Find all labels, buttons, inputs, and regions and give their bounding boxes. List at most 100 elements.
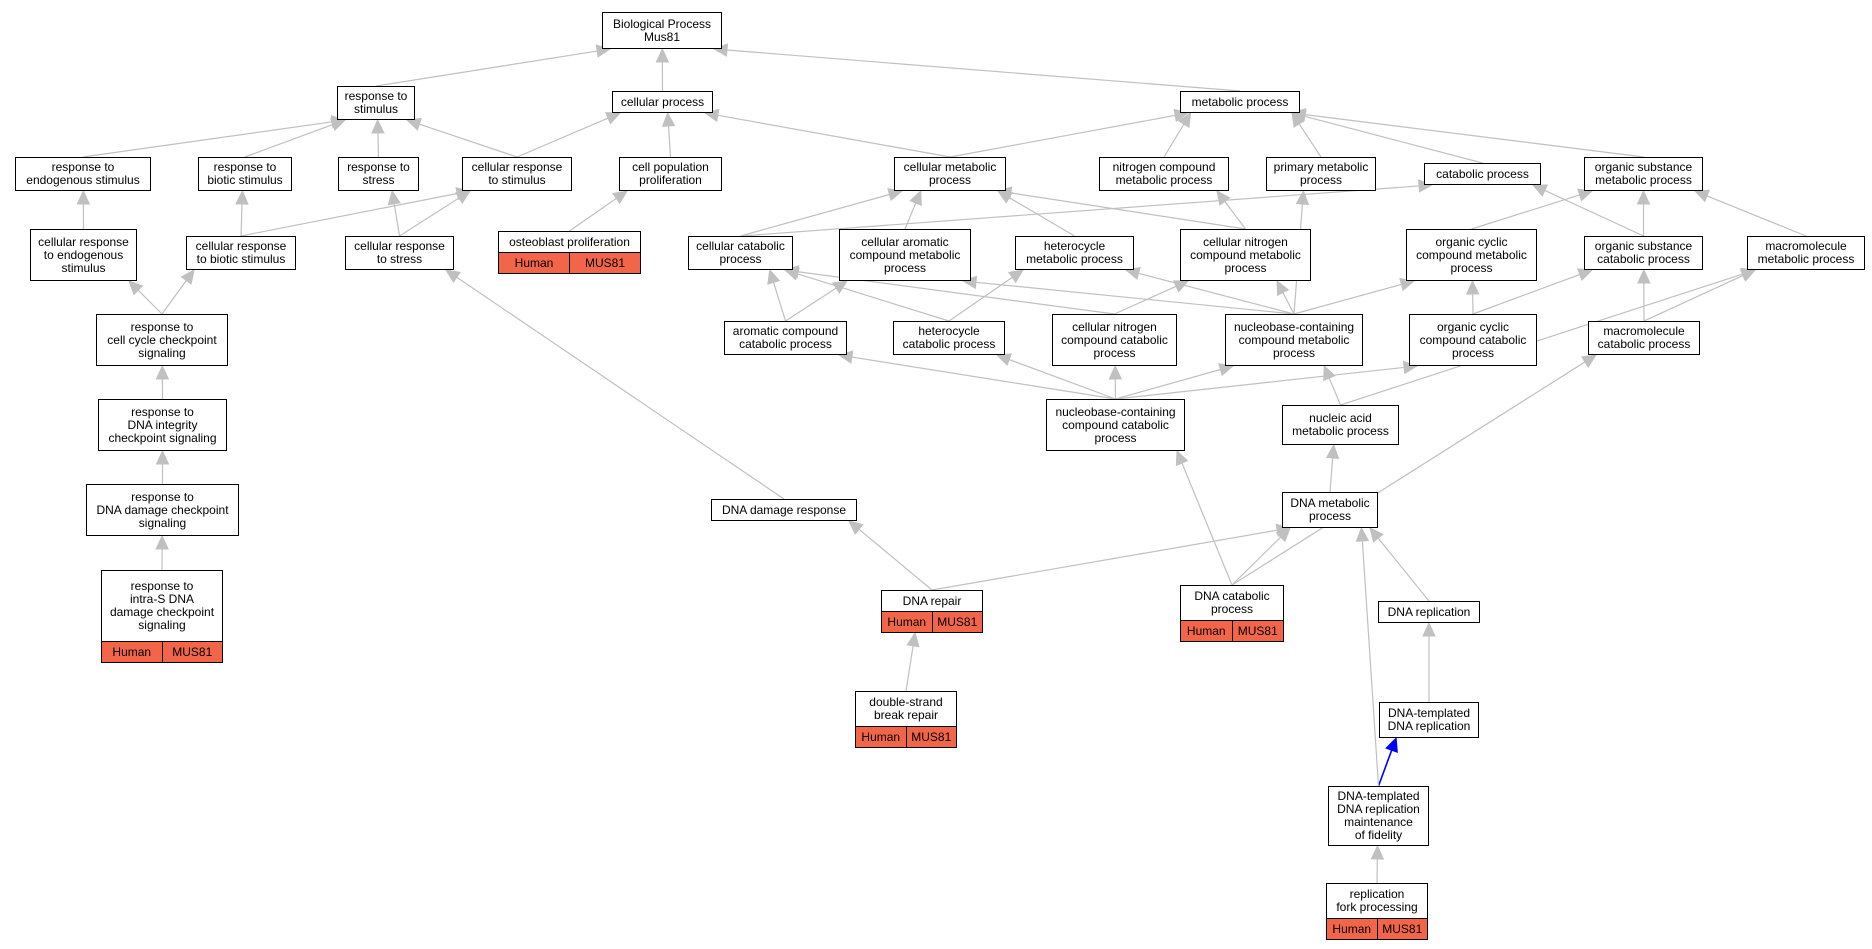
node-biological-process[interactable]: Biological Process Mus81 xyxy=(602,12,722,49)
edge-ddr-crtstress xyxy=(445,269,785,500)
edge-dsbr-drep xyxy=(905,631,920,692)
edge-occcp-occmp xyxy=(1465,279,1480,315)
node-dna-templated-dna-replication[interactable]: DNA-templated DNA replication xyxy=(1379,702,1479,738)
node-cellular-aromatic-compound-metabolic-process[interactable]: cellular aromatic compound metabolic pro… xyxy=(839,229,971,281)
node-cellular-nitrogen-compound-catabolic-process[interactable]: cellular nitrogen compound catabolic pro… xyxy=(1052,314,1177,366)
annotation-species: Human xyxy=(1327,919,1377,939)
annotation-species: Human xyxy=(882,612,932,632)
edge-dreplic-dmp xyxy=(1369,527,1430,602)
edge-rtdics-rtccs xyxy=(155,364,170,400)
edge-rtbs-rts xyxy=(244,118,347,158)
edge-crtstress-crts xyxy=(399,190,472,237)
node-cellular-catabolic-process[interactable]: cellular catabolic process xyxy=(688,236,793,270)
node-organic-cyclic-compound-metabolic-process[interactable]: organic cyclic compound metabolic proces… xyxy=(1406,229,1537,281)
edge-namp-nbcmp xyxy=(1323,364,1342,406)
node-organic-cyclic-compound-catabolic-process[interactable]: organic cyclic compound catabolic proces… xyxy=(1409,314,1537,366)
annotation-intra-s-dna-damage-checkpoint: Human MUS81 xyxy=(101,641,223,663)
node-nucleobase-containing-compound-catabolic-process[interactable]: nucleobase-containing compound catabolic… xyxy=(1046,399,1185,451)
edge-osmp-mp xyxy=(1290,107,1644,158)
node-replication-fork-processing[interactable]: replication fork processing xyxy=(1326,883,1428,919)
edge-mcp-oscp xyxy=(1637,268,1651,322)
node-dna-metabolic-process[interactable]: DNA metabolic process xyxy=(1282,492,1378,528)
edge-nbccp-nbcmp xyxy=(1115,363,1235,400)
node-dna-replication[interactable]: DNA replication xyxy=(1378,601,1480,623)
edge-rtddcs-rtdics xyxy=(155,449,170,484)
edge-rtccs-crtes xyxy=(128,280,163,315)
node-heterocycle-catabolic-process[interactable]: heterocycle catabolic process xyxy=(893,321,1005,355)
annotation-dna-catabolic-process: Human MUS81 xyxy=(1180,620,1284,642)
edge-rfp-dtdrmf xyxy=(1370,844,1385,884)
node-response-to-stress[interactable]: response to stress xyxy=(338,157,419,191)
edge-dcp-dmp xyxy=(1231,527,1291,586)
edge-ccp-cmp xyxy=(740,188,904,237)
node-response-to-dna-damage-checkpoint-signaling[interactable]: response to DNA damage checkpoint signal… xyxy=(86,484,239,536)
node-cellular-response-to-endogenous-stimulus[interactable]: cellular response to endogenous stimulus xyxy=(30,229,137,281)
node-dna-catabolic-process[interactable]: DNA catabolic process xyxy=(1180,585,1284,621)
edge-oscp-catp xyxy=(1531,184,1644,237)
node-cellular-response-to-stimulus[interactable]: cellular response to stimulus xyxy=(462,157,572,191)
node-response-to-biotic-stimulus[interactable]: response to biotic stimulus xyxy=(198,157,292,191)
edge-crtstress-rtstress xyxy=(387,189,402,237)
node-response-to-intra-s-dna-damage-checkpoint-signaling[interactable]: response to intra-S DNA damage checkpoin… xyxy=(101,570,223,642)
annotation-dna-repair: Human MUS81 xyxy=(881,611,983,633)
node-cellular-response-to-biotic-stimulus[interactable]: cellular response to biotic stimulus xyxy=(186,236,296,270)
edge-dcp-nbccp xyxy=(1175,449,1233,586)
node-organic-substance-catabolic-process[interactable]: organic substance catabolic process xyxy=(1584,236,1703,270)
edge-crtbs-rtbs xyxy=(235,189,249,237)
node-heterocycle-metabolic-process[interactable]: heterocycle metabolic process xyxy=(1015,236,1134,270)
edge-cacmp-cmp xyxy=(904,189,922,230)
node-cell-population-proliferation[interactable]: cell population proliferation xyxy=(619,157,722,191)
edge-rtccs-crtbs xyxy=(161,269,195,315)
node-cellular-nitrogen-compound-metabolic-process[interactable]: cellular nitrogen compound metabolic pro… xyxy=(1180,229,1311,281)
edge-cncmp-ncmp xyxy=(1216,190,1246,230)
annotation-osteoblast-proliferation: Human MUS81 xyxy=(498,252,641,274)
node-catabolic-process[interactable]: catabolic process xyxy=(1424,163,1541,185)
node-macromolecule-metabolic-process[interactable]: macromolecule metabolic process xyxy=(1747,236,1865,270)
annotation-replication-fork-processing: Human MUS81 xyxy=(1326,918,1428,940)
node-nucleobase-containing-compound-metabolic-process[interactable]: nucleobase-containing compound metabolic… xyxy=(1225,314,1363,366)
node-response-to-stimulus[interactable]: response to stimulus xyxy=(337,86,415,120)
edge-mmp-osmp xyxy=(1693,189,1807,237)
edge-mcp-mmp xyxy=(1643,269,1757,322)
node-nitrogen-compound-metabolic-process[interactable]: nitrogen compound metabolic process xyxy=(1099,157,1229,191)
node-metabolic-process[interactable]: metabolic process xyxy=(1180,91,1300,113)
edge-nbccp-cnccp xyxy=(1108,364,1123,400)
node-response-to-dna-integrity-checkpoint-signaling[interactable]: response to DNA integrity checkpoint sig… xyxy=(98,399,227,451)
annotation-double-strand-break-repair: Human MUS81 xyxy=(855,726,957,748)
edge-mp-bp xyxy=(712,43,1241,92)
node-organic-substance-metabolic-process[interactable]: organic substance metabolic process xyxy=(1584,157,1703,191)
edge-dcp-mcp xyxy=(1231,354,1598,586)
node-response-to-cell-cycle-checkpoint-signaling[interactable]: response to cell cycle checkpoint signal… xyxy=(96,314,228,366)
edge-nbcmp-cncmp xyxy=(1276,279,1295,315)
node-cellular-metabolic-process[interactable]: cellular metabolic process xyxy=(894,157,1006,191)
edge-oscp-osmp xyxy=(1636,189,1651,236)
node-dna-templated-dna-replication-maintenance-of-fidelity[interactable]: DNA-templated DNA replication maintenanc… xyxy=(1328,786,1429,846)
edge-dmp-namp xyxy=(1325,443,1340,493)
node-macromolecule-catabolic-process[interactable]: macromolecule catabolic process xyxy=(1588,321,1700,355)
node-dna-repair[interactable]: DNA repair xyxy=(881,590,983,612)
edge-cmp-cp xyxy=(703,108,951,158)
node-primary-metabolic-process[interactable]: primary metabolic process xyxy=(1266,157,1376,191)
annotation-gene: MUS81 xyxy=(931,612,982,632)
edge-nbccp-hcp xyxy=(995,353,1116,400)
edge-crtes-rtes xyxy=(76,189,91,230)
edge-cp-bp xyxy=(655,47,670,92)
edge-occmp-osmp xyxy=(1471,188,1594,230)
edge-rts-bp xyxy=(375,44,612,87)
node-osteoblast-proliferation[interactable]: osteoblast proliferation xyxy=(498,231,641,253)
annotation-gene: MUS81 xyxy=(905,727,956,747)
annotation-species: Human xyxy=(856,727,906,747)
edge-op-cpp xyxy=(569,190,628,232)
node-double-strand-break-repair[interactable]: double-strand break repair xyxy=(855,691,957,727)
annotation-species: Human xyxy=(499,253,569,273)
edge-cpp-cp xyxy=(661,111,676,158)
node-aromatic-compound-catabolic-process[interactable]: aromatic compound catabolic process xyxy=(724,321,847,355)
node-response-to-endogenous-stimulus[interactable]: response to endogenous stimulus xyxy=(15,157,151,191)
annotation-gene: MUS81 xyxy=(1376,919,1427,939)
node-cellular-response-to-stress[interactable]: cellular response to stress xyxy=(345,236,454,270)
node-nucleic-acid-metabolic-process[interactable]: nucleic acid metabolic process xyxy=(1282,405,1399,445)
node-dna-damage-response[interactable]: DNA damage response xyxy=(711,499,857,521)
node-cellular-process[interactable]: cellular process xyxy=(612,91,713,113)
edge-crts-cp xyxy=(516,112,622,158)
